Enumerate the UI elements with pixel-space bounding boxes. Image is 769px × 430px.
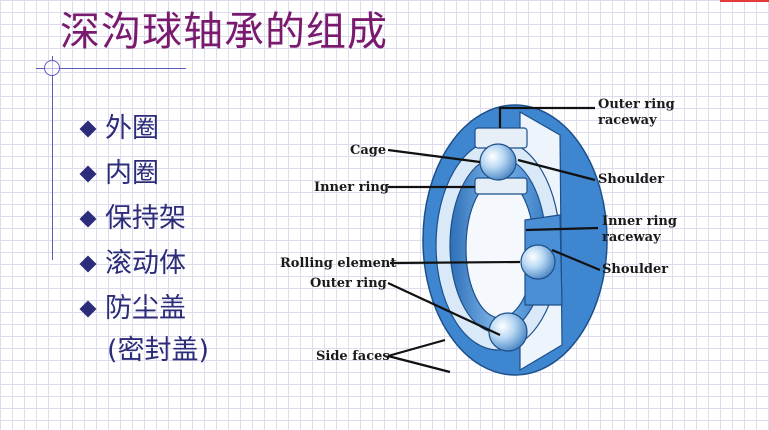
label-outer-ring: Outer ring <box>310 276 387 291</box>
label-rolling-element: Rolling element <box>280 256 396 271</box>
bullet-list: 外圈 内圈 保持架 滚动体 防尘盖 (密封盖) <box>79 106 210 371</box>
slide-title: 深沟球轴承的组成 <box>60 9 388 55</box>
ball-top <box>479 143 517 181</box>
decor-circle <box>44 60 60 76</box>
diamond-bullet-icon <box>79 165 97 182</box>
bullet-text: 外圈 <box>105 113 159 144</box>
label-inner-ring-raceway-2: raceway <box>602 230 661 245</box>
decor-red-mark <box>720 0 769 2</box>
diamond-bullet-icon <box>79 210 97 227</box>
label-inner-ring-raceway-1: Inner ring <box>602 214 677 229</box>
bullet-text: 滚动体 <box>105 248 186 279</box>
label-cage: Cage <box>350 143 386 158</box>
ball-bottom <box>488 312 528 352</box>
label-outer-ring-raceway-2: raceway <box>598 113 657 128</box>
diamond-bullet-icon <box>79 300 97 317</box>
decor-vertical-line <box>52 56 53 260</box>
label-shoulder-top: Shoulder <box>598 172 664 187</box>
decor-horizontal-line <box>36 68 186 69</box>
bearing-diagram: Cage Inner ring Rolling element Outer ri… <box>280 97 677 376</box>
bullet-text: 保持架 <box>105 203 186 234</box>
label-outer-ring-raceway-1: Outer ring <box>598 97 675 112</box>
bullet-item: 滚动体 <box>79 241 209 286</box>
bullet-item: 保持架 <box>79 196 209 241</box>
ball-mid <box>520 244 556 280</box>
diamond-bullet-icon <box>79 120 97 137</box>
bullet-item: 外圈 <box>79 106 209 151</box>
leader-lines <box>387 106 601 374</box>
label-inner-ring: Inner ring <box>314 180 389 195</box>
bullet-subtext: (密封盖) <box>107 335 210 366</box>
bullet-item: 内圈 <box>79 151 209 196</box>
bullet-text: 防尘盖 <box>105 293 186 324</box>
label-shoulder-mid: Shoulder <box>602 262 668 277</box>
label-side-faces: Side faces <box>316 349 390 364</box>
bullet-text: 内圈 <box>105 158 159 189</box>
bullet-item: 防尘盖 <box>79 286 209 331</box>
diamond-bullet-icon <box>79 255 97 272</box>
